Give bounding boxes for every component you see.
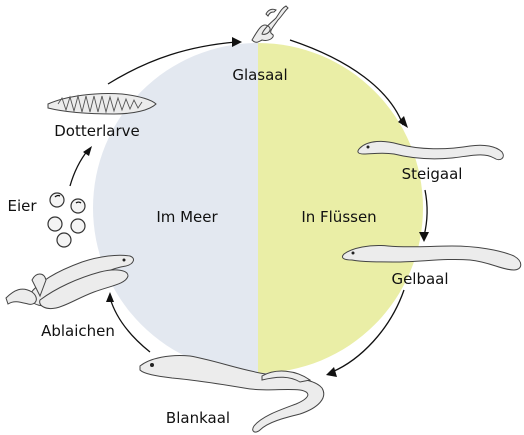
gelbaal-label: Gelbaal <box>391 270 449 288</box>
steigaal-illustration <box>357 140 504 161</box>
ablaichen-label: Ablaichen <box>41 322 115 340</box>
eier-illustration <box>47 192 86 248</box>
river-region <box>258 43 423 373</box>
dotterlarve-illustration <box>47 93 157 115</box>
gelbaal-illustration <box>341 245 522 271</box>
cycle-arrows <box>69 37 429 377</box>
sea-region-label: Im Meer <box>156 208 218 226</box>
blankaal-illustration <box>139 355 325 433</box>
sea-region <box>93 43 258 373</box>
eier-label: Eier <box>7 197 37 215</box>
ablaichen-illustration <box>5 254 134 309</box>
glasaal-illustration <box>251 5 289 43</box>
glasaal-label: Glasaal <box>232 66 288 84</box>
river-region-label: In Flüssen <box>301 208 377 226</box>
steigaal-label: Steigaal <box>401 165 463 183</box>
dotterlarve-label: Dotterlarve <box>54 122 140 140</box>
blankaal-label: Blankaal <box>165 409 231 427</box>
